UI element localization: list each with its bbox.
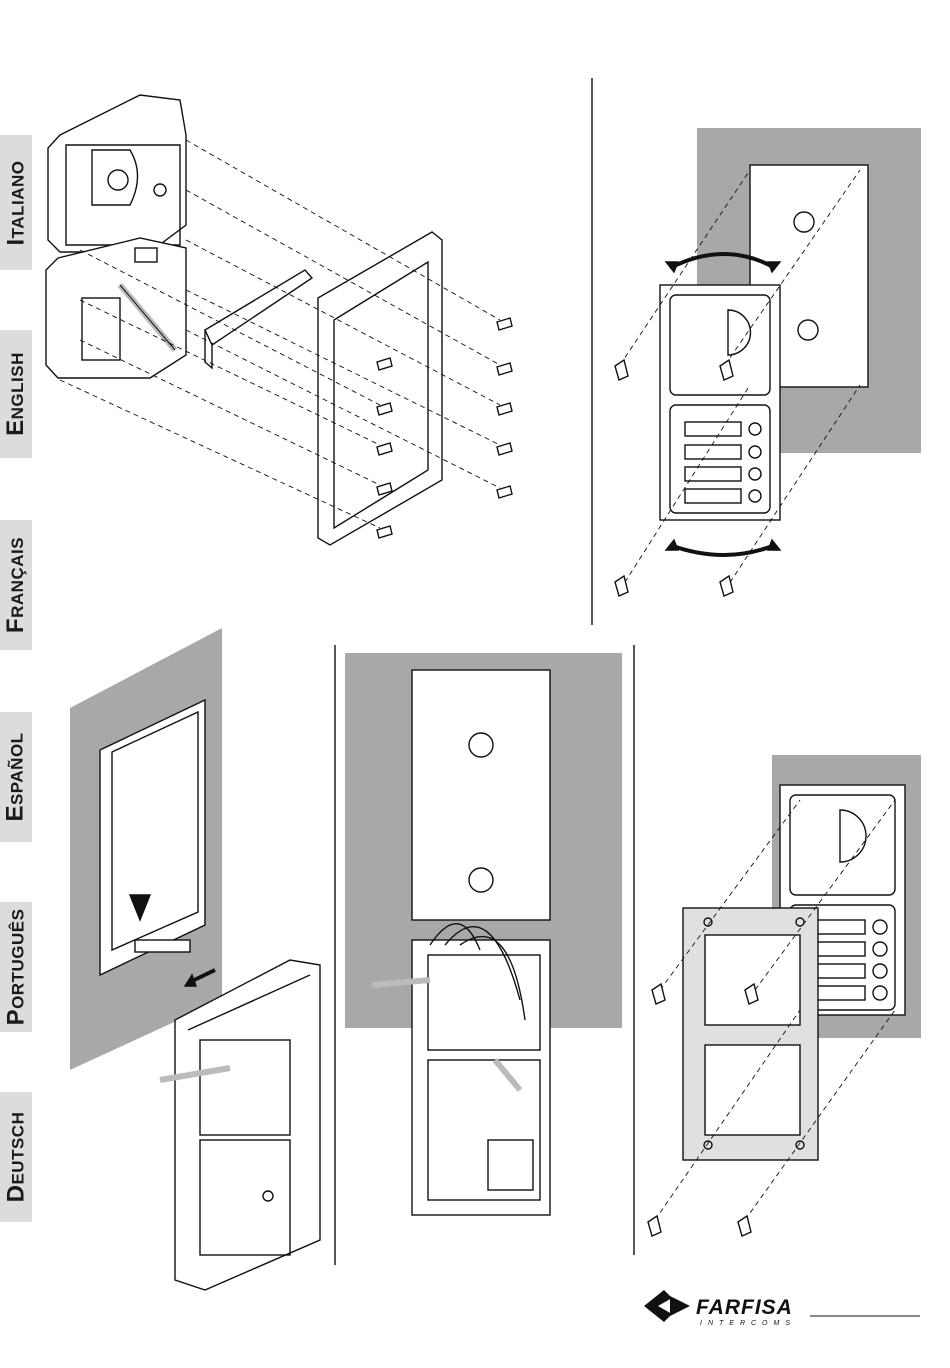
- farfisa-logo-icon: [644, 1290, 690, 1322]
- brand-subtitle: INTERCOMS: [700, 1320, 796, 1327]
- diagram-wiring: [345, 653, 622, 1215]
- diagram-modules-frame: [46, 95, 512, 545]
- brand-name: FARFISA: [696, 1296, 793, 1320]
- diagram-cover-frame: [648, 755, 921, 1236]
- diagram-wall-box: [70, 628, 320, 1290]
- diagram-panel-rotation: [615, 128, 921, 596]
